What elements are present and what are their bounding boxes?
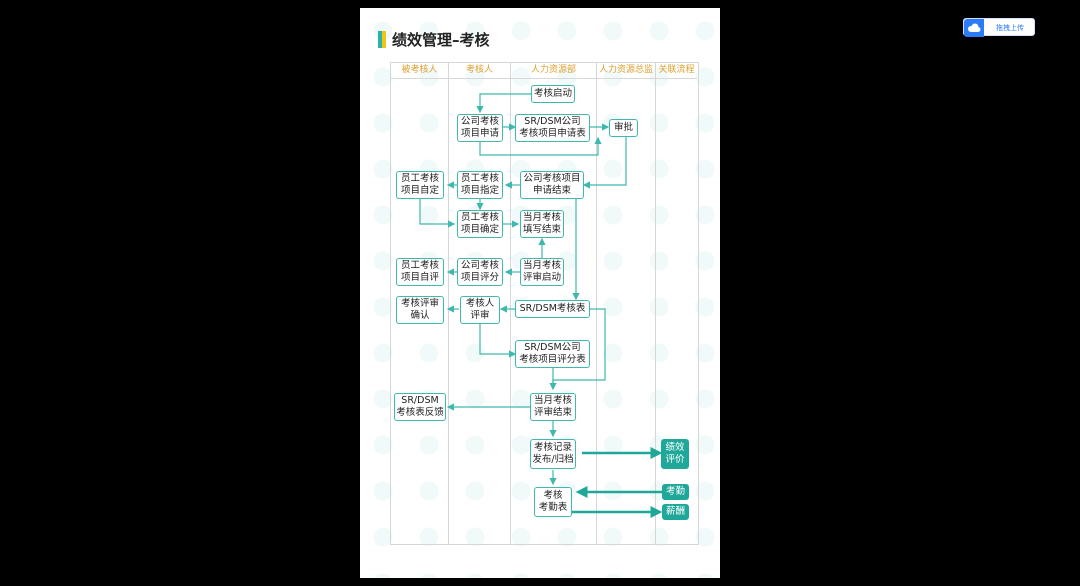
lane-divider bbox=[448, 62, 449, 545]
node-dangyue-pingshen-qidong: 当月考核 评审启动 bbox=[520, 258, 564, 286]
lane-divider bbox=[655, 62, 656, 545]
lane-header-related-process: 关联流程 bbox=[656, 63, 697, 79]
node-dangyue-pingshen-jieshu: 当月考核 评审结束 bbox=[530, 393, 576, 421]
node-sr-dsm-pingfenbiao: SR/DSM公司 考核项目评分表 bbox=[515, 340, 590, 368]
cloud-upload-icon bbox=[964, 19, 984, 37]
lane-header-appraiser: 考核人 bbox=[449, 63, 510, 79]
node-jixiao-pingjia: 绩效 评价 bbox=[661, 439, 689, 469]
upload-label: 拖拽上传 bbox=[996, 24, 1024, 32]
node-shenpi: 审批 bbox=[609, 119, 638, 137]
title-accent-bar-green bbox=[378, 31, 382, 48]
lane-divider bbox=[596, 62, 597, 545]
node-sr-dsm-kaohebiao: SR/DSM考核表 bbox=[515, 300, 590, 318]
drag-upload-button[interactable]: 拖拽上传 bbox=[963, 18, 1035, 37]
node-yuangong-zìding: 员工考核 项目自定 bbox=[396, 171, 444, 199]
page-title: 绩效管理–考核 bbox=[392, 31, 490, 49]
lane-divider bbox=[510, 62, 511, 545]
node-yuangong-zhiding: 员工考核 项目指定 bbox=[457, 171, 503, 199]
flow-connectors bbox=[419, 93, 663, 518]
node-kaoqin: 考勤 bbox=[662, 484, 689, 500]
node-kaohe-jilu-fabu: 考核记录 发布/归档 bbox=[530, 439, 576, 469]
title-accent-bar-yellow bbox=[382, 31, 386, 48]
node-kaoheren-pingshen: 考核人 评审 bbox=[460, 296, 500, 324]
node-gongsi-pingfen: 公司考核 项目评分 bbox=[457, 258, 503, 286]
lane-header-appraisee: 被考核人 bbox=[391, 63, 448, 79]
lane-header-hr-department: 人力资源部 bbox=[511, 63, 596, 79]
node-yuangong-zìping: 员工考核 项目自评 bbox=[396, 258, 444, 286]
node-kaohe-qidong: 考核启动 bbox=[531, 85, 575, 103]
swimlane-grid bbox=[390, 62, 699, 545]
node-dangyue-tianxie-jieshu: 当月考核 填写结束 bbox=[520, 210, 564, 238]
document-page: 绩效管理–考核 被考核人 考核人 人力资源部 人力资源总监 关联流程 bbox=[360, 8, 720, 578]
node-gongsi-xiangmu-shenqing: 公司考核 项目申请 bbox=[457, 114, 503, 142]
node-sr-dsm-fankui: SR/DSM 考核表反馈 bbox=[394, 393, 446, 421]
node-sr-dsm-shenqingbiao: SR/DSM公司 考核项目申请表 bbox=[515, 114, 590, 142]
lane-header-hr-director: 人力资源总监 bbox=[597, 63, 655, 79]
node-kaohe-kaoqinbiao: 考核 考勤表 bbox=[534, 487, 572, 517]
node-kaohe-pingshen-queren: 考核评审 确认 bbox=[396, 296, 444, 324]
node-xinchou: 薪酬 bbox=[662, 504, 689, 520]
node-gongsi-shenqing-jieshu: 公司考核项目 申请结束 bbox=[520, 171, 584, 199]
node-yuangong-queding: 员工考核 项目确定 bbox=[457, 210, 503, 238]
